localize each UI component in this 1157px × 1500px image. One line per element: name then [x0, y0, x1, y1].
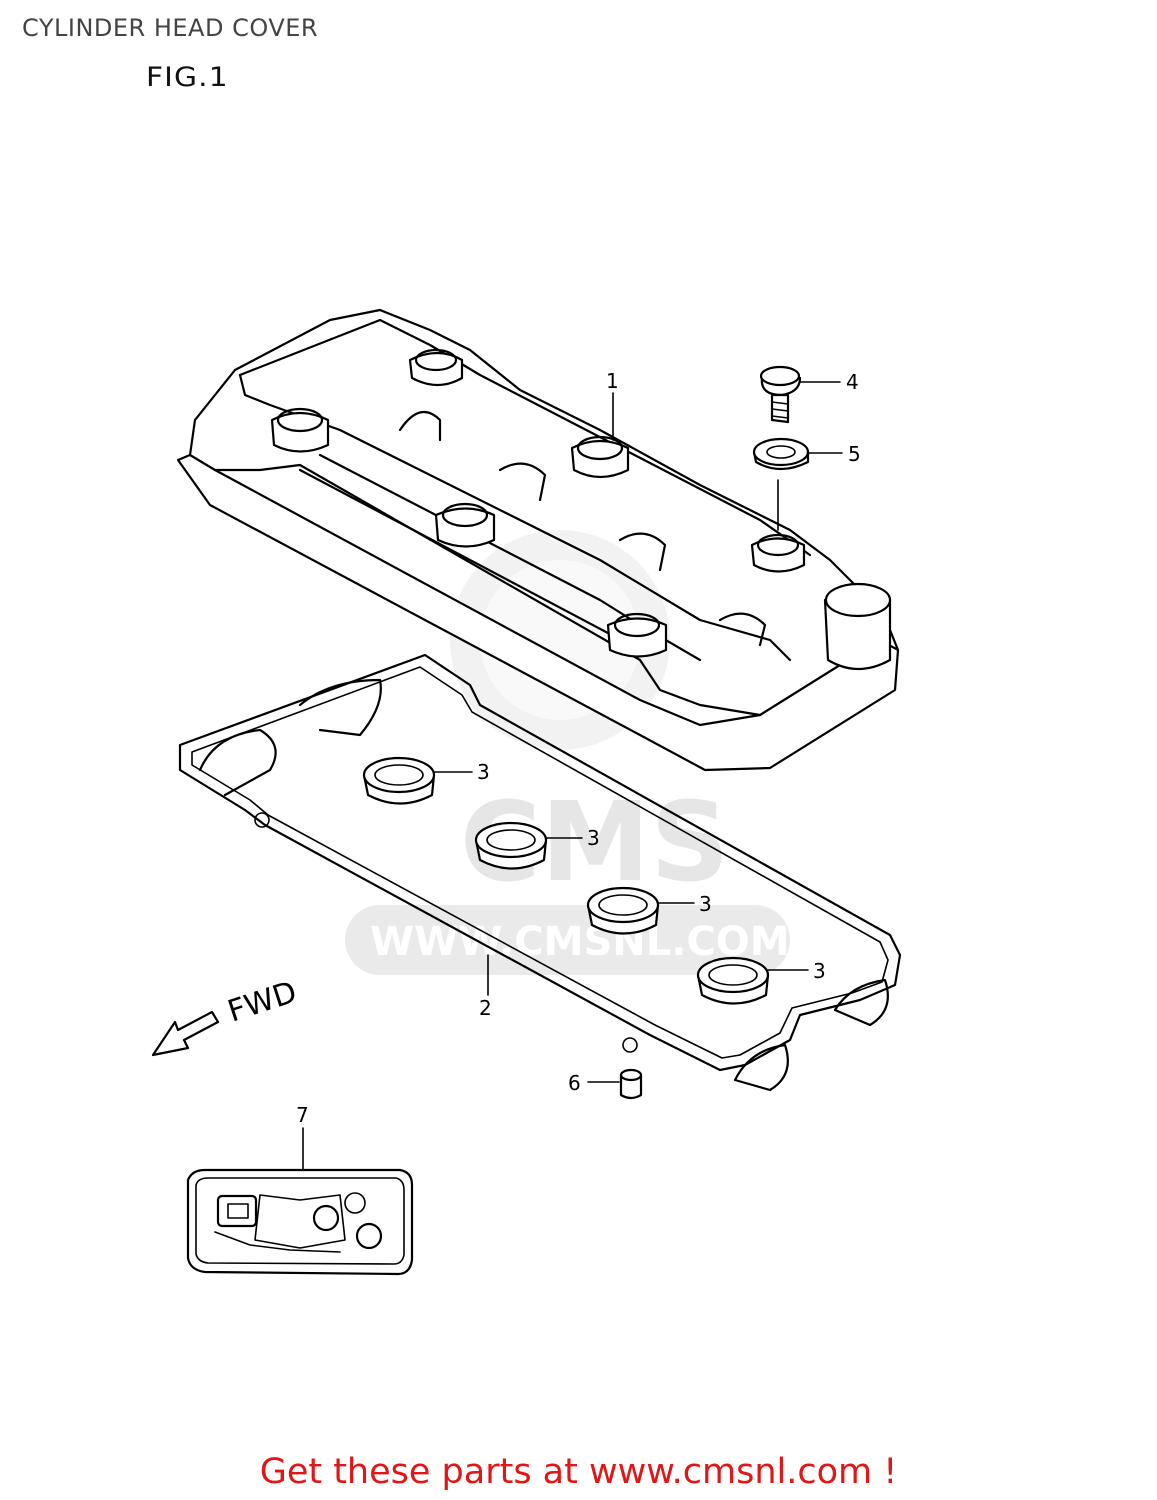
bolt: 4 [759, 365, 859, 424]
bolt-boss [570, 435, 630, 479]
figure-label: FIG.1 [146, 62, 229, 93]
callout-3c: 3 [699, 892, 712, 916]
callout-3d: 3 [813, 959, 826, 983]
callout-1: 1 [606, 369, 619, 393]
bolt-boss [606, 612, 668, 658]
plug-hole-seal: 3 [474, 821, 600, 870]
callout-3b: 3 [587, 826, 600, 850]
plug-hole-seal: 3 [696, 956, 826, 1005]
washer: 5 [752, 437, 861, 531]
callout-2: 2 [479, 996, 492, 1020]
watermark: CMS WWW.CMSNL.COM [345, 530, 790, 975]
fwd-label: FWD [224, 975, 301, 1030]
get-parts-link[interactable]: Get these parts at www.cmsnl.com ! [259, 1452, 898, 1492]
callout-4: 4 [846, 370, 859, 394]
dowel-pin: 6 [568, 1068, 643, 1100]
callout-7: 7 [296, 1103, 309, 1127]
watermark-url: WWW.CMSNL.COM [370, 919, 790, 965]
callout-3a: 3 [477, 760, 490, 784]
breather-port [823, 582, 892, 670]
cylinder-head-cover: 1 [176, 308, 900, 772]
callout-5: 5 [848, 442, 861, 466]
head-cover-gasket: 2 [178, 653, 902, 1092]
forward-direction-indicator: FWD [151, 975, 301, 1057]
callout-6: 6 [568, 1071, 581, 1095]
gasket-set: 7 [186, 1103, 414, 1276]
bolt-boss [750, 533, 806, 573]
page-title: CYLINDER HEAD COVER [22, 14, 319, 42]
bolt-boss [408, 348, 464, 387]
bolt-boss [434, 502, 496, 548]
plug-hole-seal: 3 [586, 886, 712, 935]
bolt-boss [270, 407, 330, 453]
plug-hole-seal: 3 [362, 756, 490, 805]
